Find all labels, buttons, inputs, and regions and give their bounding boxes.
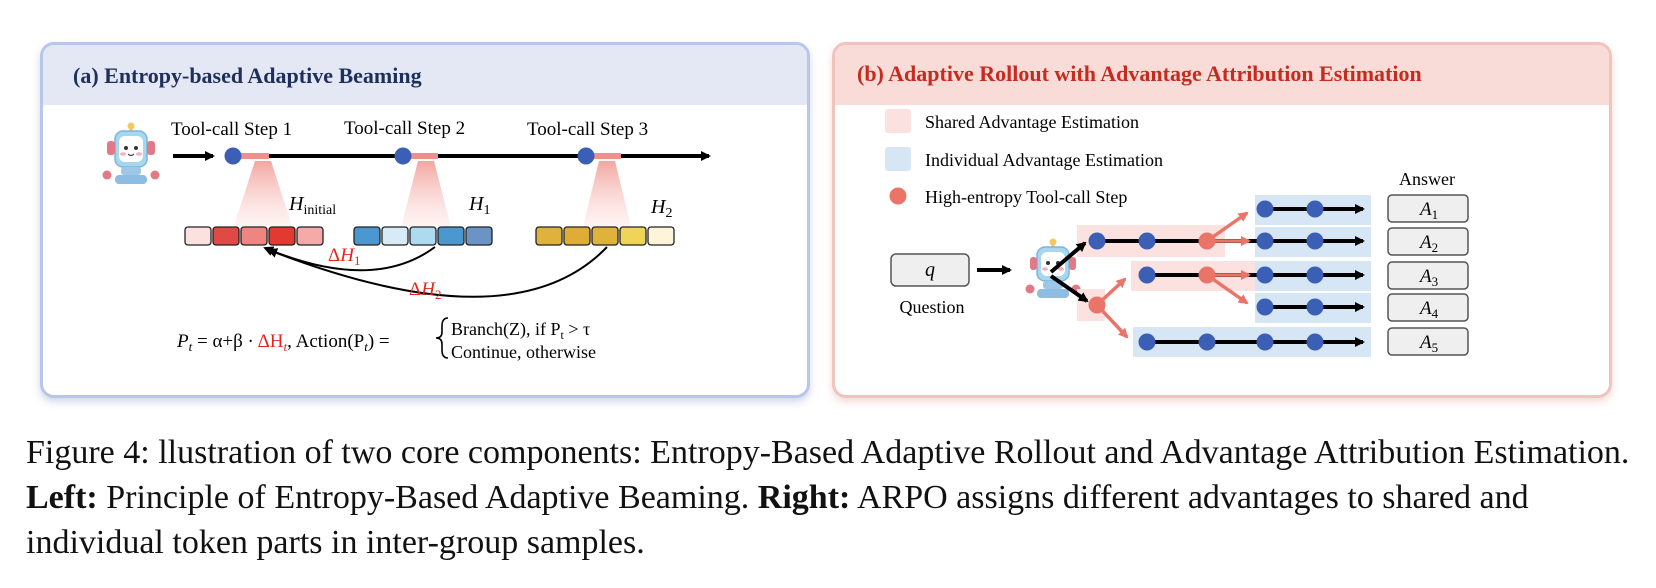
question-symbol: q: [925, 259, 935, 281]
h2-token: [563, 226, 591, 246]
panel-a-header: (a) Entropy-based Adaptive Beaming: [43, 45, 807, 105]
entropy-cone-1: [231, 161, 295, 235]
h1-label: H1: [468, 193, 490, 218]
robot-icon: [102, 122, 160, 184]
step-node-3: [577, 147, 595, 165]
h2-label: H2: [650, 196, 672, 221]
delta-h1-label: ΔH1: [328, 245, 360, 268]
legend-label-individual: Individual Advantage Estimation: [925, 150, 1163, 170]
panel-a-title: (a) Entropy-based Adaptive Beaming: [73, 63, 422, 88]
initial-token: [212, 226, 240, 246]
panel-adaptive-rollout: (b) Adaptive Rollout with Advantage Attr…: [832, 42, 1612, 398]
delta-h2-arrow: [267, 246, 608, 298]
answer-label: A1: [1418, 199, 1438, 222]
entropy-cone-3: [581, 161, 633, 235]
h2-token: [535, 226, 563, 246]
svg-text:Continue, otherwise: Continue, otherwise: [451, 342, 596, 362]
delta-h2-label: ΔH2: [409, 279, 441, 302]
answer-label: A2: [1418, 232, 1438, 255]
branch-arrow-bottom: [1049, 274, 1089, 303]
step-label-2: Tool-call Step 2: [344, 118, 465, 139]
legend-label-high-entropy: High-entropy Tool-call Step: [925, 187, 1127, 207]
figure-caption: Figure 4: llustration of two core compon…: [26, 430, 1630, 565]
caption-text-1: Figure 4: llustration of two core compon…: [26, 434, 1630, 471]
step-node-2: [394, 147, 412, 165]
panel-entropy-beaming: (a) Entropy-based Adaptive Beaming: [40, 42, 810, 398]
step-label-3: Tool-call Step 3: [527, 119, 648, 140]
answer-box: [1387, 261, 1469, 290]
h1-token: [409, 226, 437, 246]
panel-b-header: (b) Adaptive Rollout with Advantage Attr…: [835, 45, 1609, 105]
answer-box: [1387, 293, 1469, 322]
step-label-1: Tool-call Step 1: [171, 119, 292, 140]
initial-token: [268, 226, 296, 246]
svg-text:Pt = α+β · ΔHt, Action(Pt) =: Pt = α+β · ΔHt, Action(Pt) =: [176, 331, 390, 354]
entropy-cone-2: [399, 161, 453, 235]
caption-right-label: Right:: [757, 479, 851, 516]
token-group-h2: [535, 226, 675, 246]
answer-label: A4: [1418, 298, 1439, 321]
rollout-nodes: [1088, 200, 1324, 351]
h1-token: [353, 226, 381, 246]
panel-b-title: (b) Adaptive Rollout with Advantage Attr…: [857, 61, 1422, 86]
answer-box: [1387, 227, 1469, 256]
answer-box: [1387, 194, 1469, 223]
answer-label: A3: [1418, 266, 1438, 289]
h2-token: [619, 226, 647, 246]
legend: Shared Advantage Estimation Individual A…: [885, 109, 1163, 207]
h2-token: [647, 226, 675, 246]
legend-label-shared: Shared Advantage Estimation: [925, 112, 1139, 132]
h1-token: [437, 226, 465, 246]
h2-token: [591, 226, 619, 246]
answer-box: [1387, 327, 1469, 356]
initial-token: [184, 226, 212, 246]
h1-token: [465, 226, 493, 246]
answer-title: Answer: [1399, 169, 1455, 189]
branch-arrow-top: [1049, 241, 1087, 274]
question-box: [890, 253, 970, 287]
panel-a-diagram: Tool-call Step 1 Tool-call Step 2 Tool-c…: [102, 118, 711, 362]
token-group-initial: [184, 226, 324, 246]
step-node-1: [224, 147, 242, 165]
caption-left-label: Left:: [26, 479, 98, 516]
initial-token: [240, 226, 268, 246]
panel-b-diagram: Shared Advantage Estimation Individual A…: [885, 109, 1469, 357]
question-label: Question: [900, 297, 965, 317]
caption-text-2: Principle of Entropy-Based Adaptive Beam…: [97, 479, 758, 516]
initial-token: [296, 226, 324, 246]
caption-text-3: ARPO assigns different advantages to sha…: [26, 479, 1529, 561]
legend-swatch-individual: [885, 147, 911, 171]
answer-label: A5: [1418, 332, 1438, 355]
svg-text:Branch(Z), if Pt > τ: Branch(Z), if Pt > τ: [451, 319, 590, 342]
h1-token: [381, 226, 409, 246]
legend-swatch-high-entropy: [889, 187, 907, 205]
policy-formula: Pt = α+β · ΔHt, Action(Pt) = Branch(Z), …: [176, 317, 596, 362]
token-group-h1: [353, 226, 493, 246]
legend-swatch-shared: [885, 109, 911, 133]
h-initial-label: Hinitial: [288, 193, 336, 218]
